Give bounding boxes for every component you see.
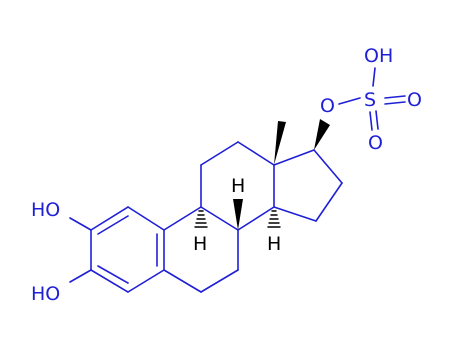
- sulfate-oxo-2-label: O: [368, 132, 383, 154]
- bond-c3-o: [69, 269, 92, 283]
- h-hash-c9: [194, 210, 208, 228]
- bond-c10-c1: [127, 206, 165, 231]
- sulfate-bridge-oxygen-label: O: [320, 95, 335, 117]
- h-wedge-c8: [233, 199, 243, 230]
- bond-c14-c8: [237, 206, 275, 231]
- bond-c1-c2: [90, 206, 129, 231]
- bond-c6-c7: [200, 269, 239, 293]
- sulfur-label: S: [364, 89, 376, 111]
- sulfate-group: O S OH O O: [320, 45, 422, 154]
- bond-s-o-double-1a: [384, 95, 406, 99]
- h-c9-label: H: [193, 233, 207, 255]
- h-c8-label: H: [231, 175, 245, 197]
- bond-c3-c4-inner: [97, 265, 129, 284]
- bond-c13-c17: [273, 149, 315, 166]
- bond-c3-c4: [90, 269, 129, 293]
- sulfate-oxo-1-label: O: [407, 89, 422, 111]
- bond-s-o-double-1b: [384, 101, 406, 105]
- ring-b: [163, 206, 239, 293]
- bond-c11-c12: [200, 141, 239, 166]
- ring-a-aromatic: [90, 206, 165, 293]
- hydroxyl-3-label: HO: [31, 283, 60, 305]
- oxygen-wedge-c17: [314, 119, 330, 150]
- bond-c15-c14: [273, 206, 317, 222]
- ring-c: [200, 141, 275, 231]
- methyl-wedge-c13: [274, 121, 286, 165]
- bond-c2-o: [69, 217, 92, 231]
- h-hash-c14: [267, 210, 281, 228]
- sulfate-hydroxyl-label: OH: [364, 45, 393, 67]
- ring-d: [273, 149, 343, 222]
- bond-s-oh: [372, 67, 376, 87]
- bond-c17-c16: [313, 149, 343, 184]
- hydroxyl-groups: HO HO: [31, 199, 92, 305]
- bond-s-o-double-2b: [375, 110, 379, 130]
- bond-c5-c6: [163, 269, 202, 293]
- bond-s-o-double-2a: [369, 111, 373, 131]
- bond-c1-c2-inner: [97, 215, 129, 235]
- bond-o-s: [338, 97, 361, 105]
- bond-c16-c15: [315, 182, 343, 222]
- bond-c4-c5: [127, 269, 165, 293]
- bond-c12-c13: [237, 141, 275, 166]
- bond-c8-c9: [200, 206, 239, 231]
- bond-c9-c10: [163, 206, 202, 231]
- h-c14-label: H: [267, 233, 281, 255]
- hydroxyl-2-label: HO: [31, 199, 60, 221]
